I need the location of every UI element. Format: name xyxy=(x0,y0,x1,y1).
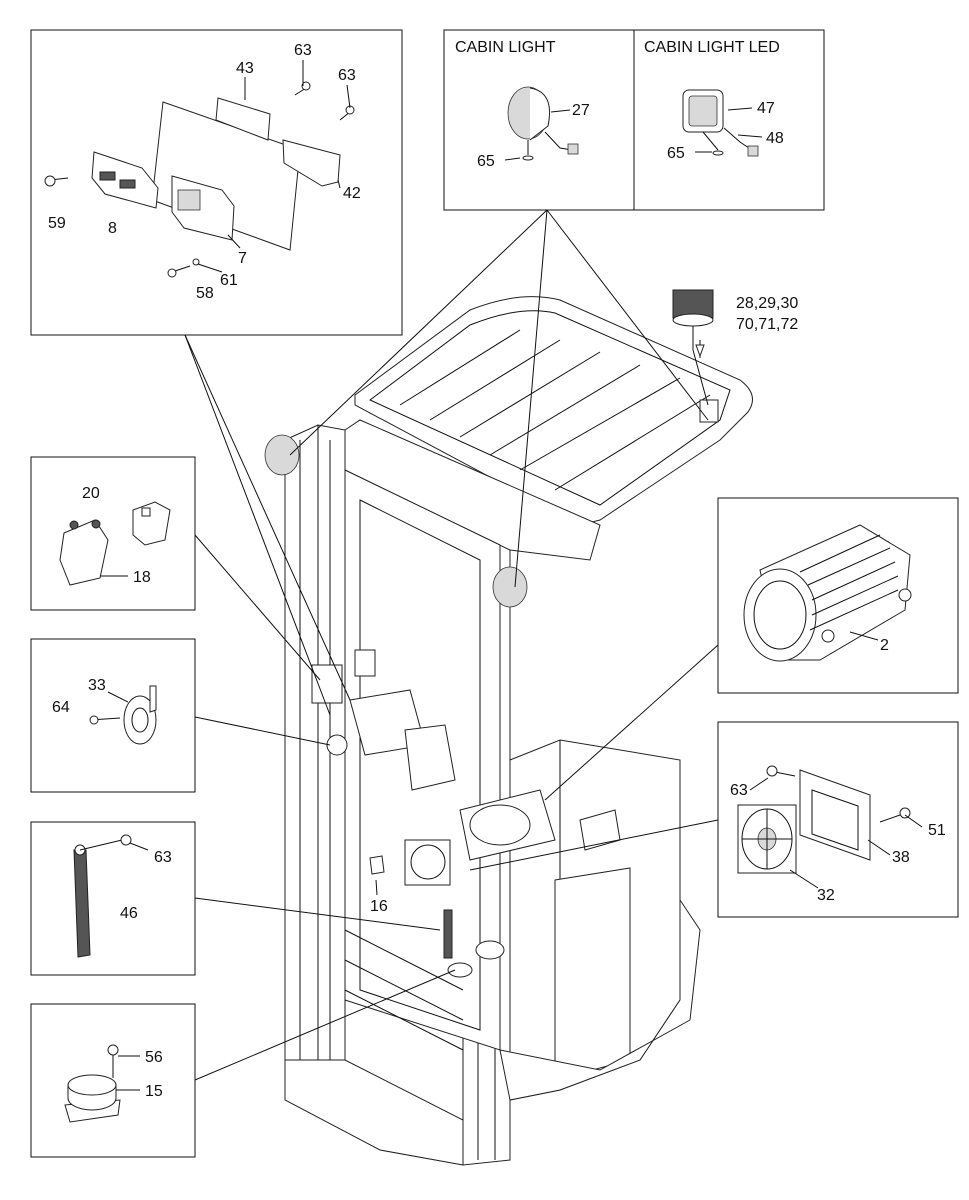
callout-33-horn: 33 xyxy=(88,677,106,694)
header-cabin-light: CABIN LIGHT xyxy=(455,39,556,56)
callout-8-module: 8 xyxy=(108,220,117,237)
callout-16-switch: 16 xyxy=(370,898,388,915)
callout-65-washer-a: 65 xyxy=(477,153,495,170)
truck-body-drawing xyxy=(264,296,753,1166)
callout-61-washer: 61 xyxy=(220,272,238,289)
callout-38-fan-bracket: 38 xyxy=(892,849,910,866)
callout-63-screw: 63 xyxy=(294,42,312,59)
callout-18-contactor: 18 xyxy=(133,569,151,586)
controller-detail-box xyxy=(30,29,403,716)
beacon-detail xyxy=(672,289,714,406)
callout-58-bolt: 58 xyxy=(196,285,214,302)
callout-15-buzzer: 15 xyxy=(145,1083,163,1100)
callout-64-screw: 64 xyxy=(52,699,70,716)
fan-detail-box xyxy=(469,721,959,918)
relay-detail-box xyxy=(30,456,321,681)
callout-59-screw: 59 xyxy=(48,215,66,232)
callout-47-led-light: 47 xyxy=(757,100,775,117)
callout-65-washer-b: 65 xyxy=(667,145,685,162)
callout-56-screw: 56 xyxy=(145,1049,163,1066)
strap-detail-box xyxy=(30,821,441,976)
header-cabin-light-led: CABIN LIGHT LED xyxy=(644,39,780,56)
callout-20-relay: 20 xyxy=(82,485,100,502)
buzzer-detail-box xyxy=(30,969,456,1158)
callout-51-screw: 51 xyxy=(928,822,946,839)
callout-2-motor: 2 xyxy=(880,637,889,654)
callout-63-screw-d: 63 xyxy=(730,782,748,799)
callout-27-cabin-light: 27 xyxy=(572,102,590,119)
cabin-light-detail-box xyxy=(289,29,825,588)
callout-48-led-cable: 48 xyxy=(766,130,784,147)
motor-detail-box xyxy=(544,497,959,801)
callout-63-screw-c: 63 xyxy=(154,849,172,866)
callout-43-bracket: 43 xyxy=(236,60,254,77)
callout-70-71-72-beacon: 70,71,72 xyxy=(736,316,798,333)
callout-32-fan: 32 xyxy=(817,887,835,904)
callout-63-screw-b: 63 xyxy=(338,67,356,84)
horn-detail-box xyxy=(30,638,331,793)
callout-42-bracket: 42 xyxy=(343,185,361,202)
callout-28-29-30-beacon: 28,29,30 xyxy=(736,295,798,312)
callout-7-controller: 7 xyxy=(238,250,247,267)
callout-46-ground-strap: 46 xyxy=(120,905,138,922)
